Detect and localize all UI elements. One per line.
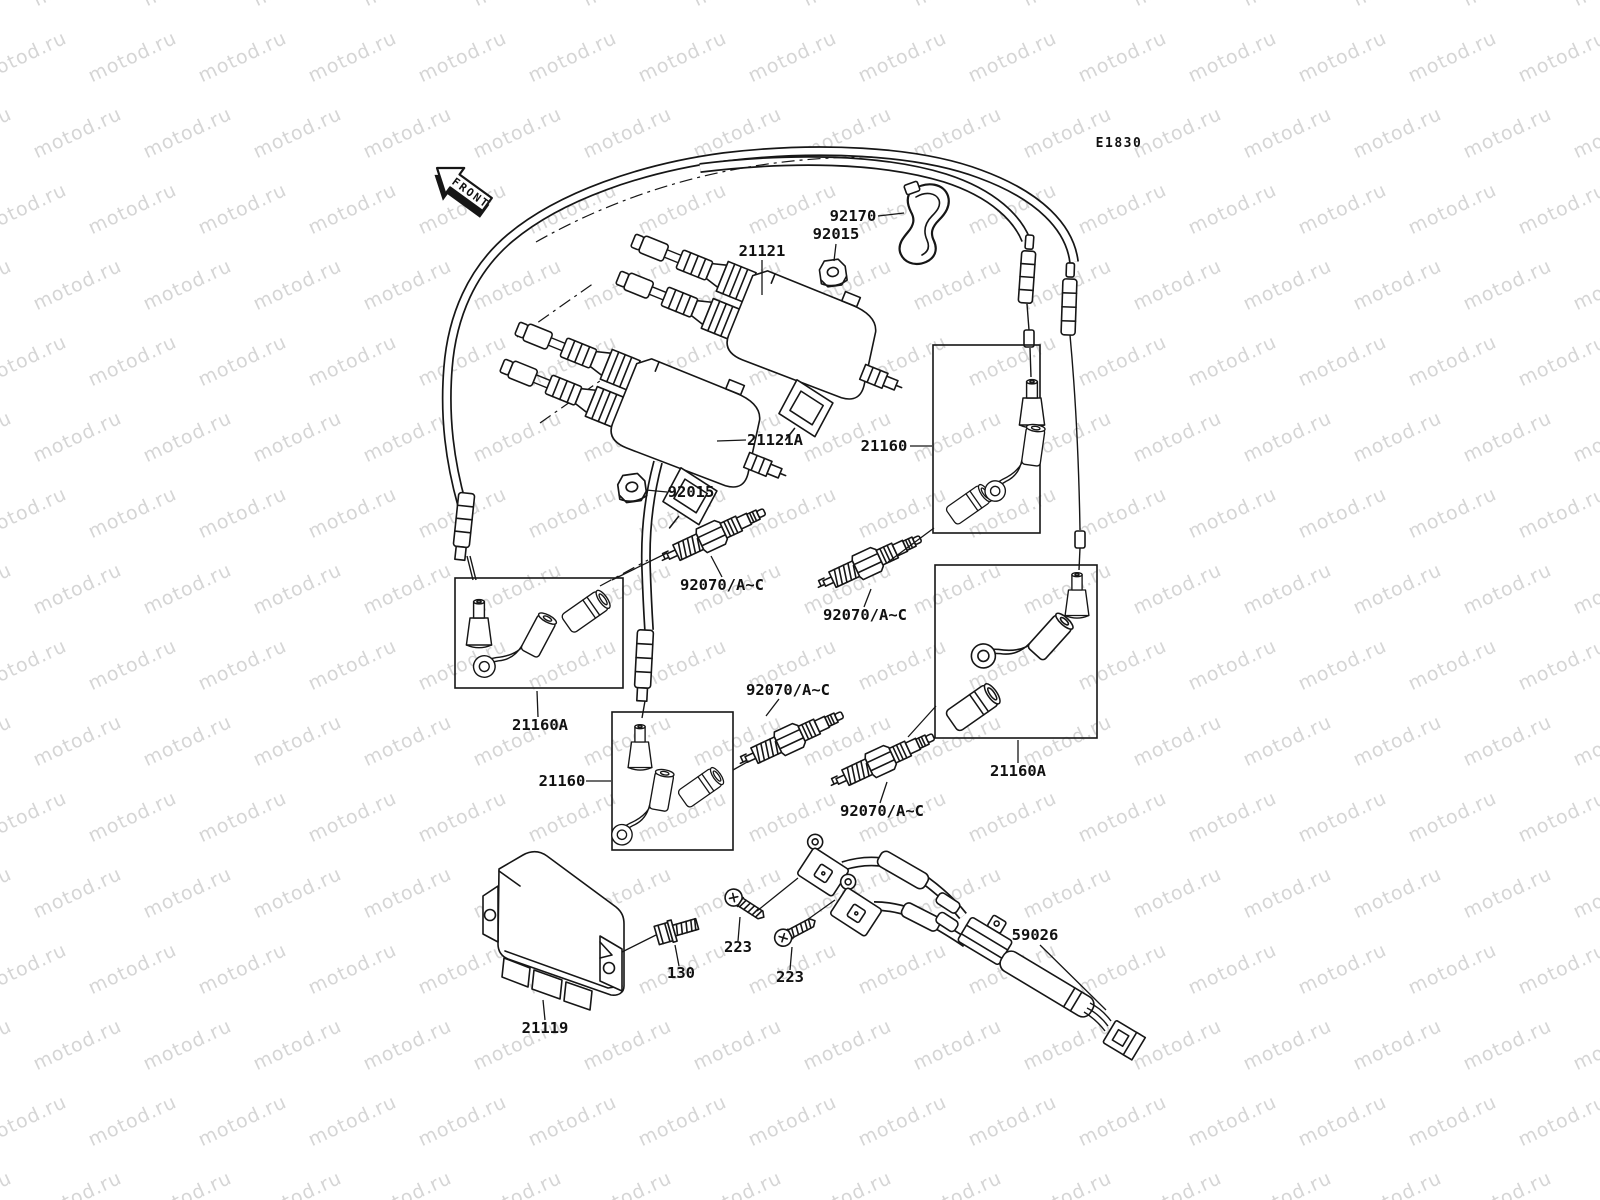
- centerline-1: [516, 282, 595, 338]
- spark-plug-3: [733, 702, 849, 775]
- wire-lead-mid: [641, 700, 646, 719]
- part-label-screw-2: 223: [776, 968, 804, 986]
- part-label-plug-1: 92070/A~C: [680, 576, 764, 594]
- wire-boot-left: [452, 491, 476, 562]
- part-label-igniter: 21119: [522, 1019, 569, 1037]
- screw-223-b: [770, 912, 820, 950]
- wire-boot-mid: [633, 628, 655, 703]
- wire-right-down: [1069, 334, 1081, 531]
- part-label-coil-top: 21121: [739, 242, 786, 260]
- wire-tip-branch: [1023, 329, 1035, 348]
- screw-223-a: [721, 884, 770, 926]
- part-label-nut-top: 92015: [813, 225, 860, 243]
- wire-tip-right: [1074, 530, 1086, 549]
- front-arrow: FRONT: [434, 166, 493, 218]
- wire-lead-left: [466, 555, 477, 581]
- part-label-screw-1: 223: [724, 938, 752, 956]
- plug-cap-top-right: [944, 378, 1047, 527]
- part-label-capkit-mid: 21160: [539, 772, 586, 790]
- part-label-nut-lower: 92015: [668, 483, 715, 501]
- part-label-capkit-tr: 21160: [861, 437, 908, 455]
- wire-centerline: [535, 156, 877, 243]
- nut-top: [817, 257, 849, 289]
- part-label-capkit-right: 21160A: [990, 762, 1047, 780]
- harness-connector: [1102, 1020, 1147, 1061]
- cap-kit-box-mid: [611, 711, 734, 851]
- wire-boot-branch: [1017, 234, 1037, 305]
- cap-kit-box-left: [454, 577, 624, 689]
- wire-lead-branch-2: [1029, 347, 1032, 378]
- wire-lead-right: [1078, 547, 1081, 571]
- centerline-3: [599, 559, 649, 587]
- part-label-plug-2: 92070/A~C: [823, 606, 907, 624]
- plug-cap-right: [943, 571, 1090, 734]
- plug-cap-left: [465, 587, 614, 698]
- part-label-coil-lower: 21121A: [747, 431, 804, 449]
- part-label-capkit-left: 21160A: [512, 716, 569, 734]
- diagram-code: E1830: [1096, 136, 1143, 151]
- spark-plug-2: [811, 526, 927, 599]
- bolt-130: [652, 912, 701, 947]
- wire-boot-right: [1060, 262, 1078, 336]
- wire-clamp: [898, 180, 950, 266]
- plug-cap-mid: [609, 723, 727, 853]
- pickup-coil-harness: [787, 830, 1147, 1061]
- cap-kit-box-right: [934, 564, 1098, 739]
- wire-lead-branch: [1026, 303, 1030, 331]
- part-label-bolt: 130: [667, 964, 695, 982]
- leader-lines: [536, 212, 1107, 1021]
- spark-plug-4: [824, 724, 940, 797]
- nut-lower: [615, 471, 649, 505]
- part-label-clamp: 92170: [830, 207, 877, 225]
- part-label-plug-4: 92070/A~C: [840, 802, 924, 820]
- spark-plug-wires: [441, 146, 1079, 631]
- part-label-harness: 59026: [1012, 926, 1059, 944]
- igniter-unit: [482, 850, 625, 1011]
- part-label-plug-3: 92070/A~C: [746, 681, 830, 699]
